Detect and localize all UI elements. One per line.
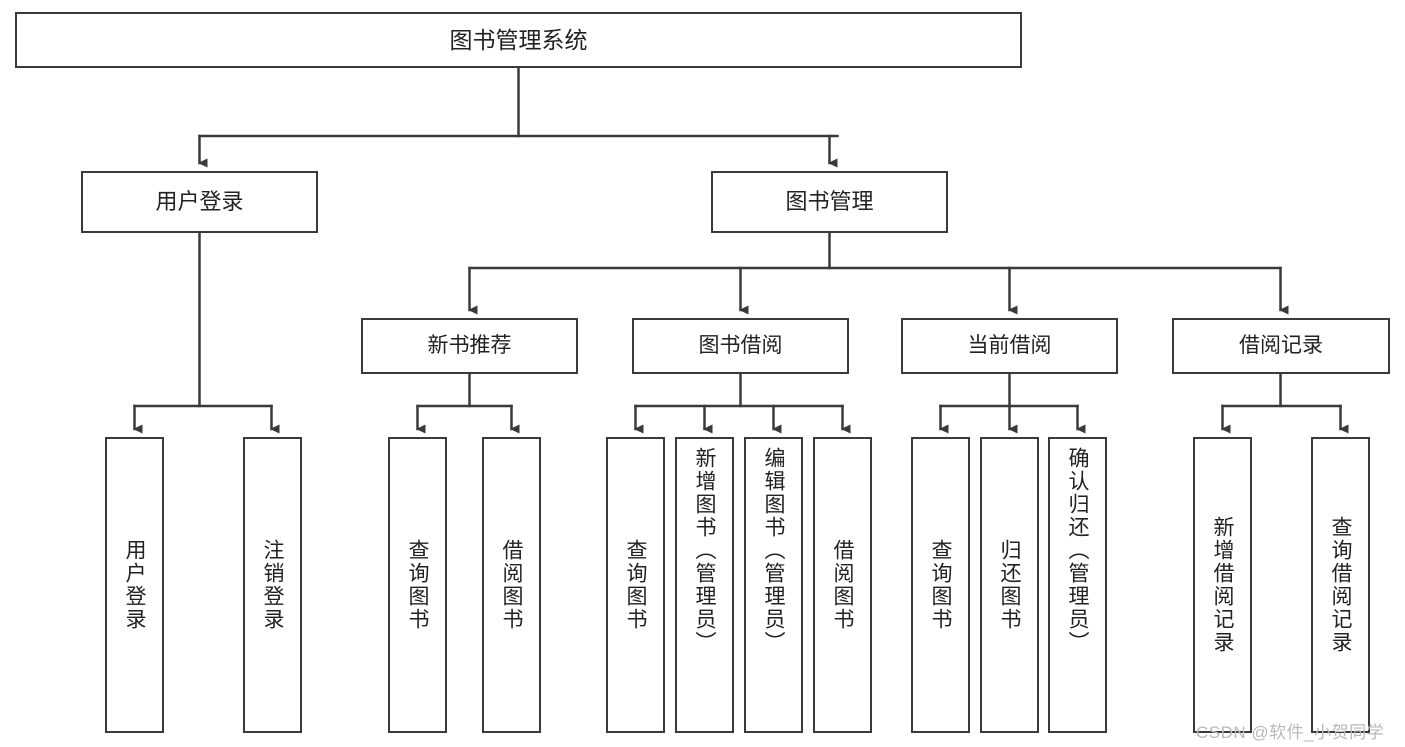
leaf-query-borrow-record[interactable]: 查询借阅记录 [1311, 437, 1370, 733]
leaf-query-book-borrow[interactable]: 查询图书 [606, 437, 665, 733]
node-label: 确认归还（管理员） [1066, 447, 1089, 654]
leaf-add-book-admin[interactable]: 新增图书（管理员） [675, 437, 734, 733]
leaf-borrow-book[interactable]: 借阅图书 [813, 437, 872, 733]
node-label: 查询图书 [406, 539, 429, 631]
node-label: 图书管理系统 [449, 26, 588, 53]
node-label: 归还图书 [998, 539, 1021, 631]
node-label: 当前借阅 [967, 333, 1052, 357]
leaf-return-book[interactable]: 归还图书 [980, 437, 1039, 733]
node-label: 借阅记录 [1239, 333, 1323, 357]
node-label: 注销登录 [261, 539, 284, 631]
node-label: 图书管理 [785, 189, 874, 215]
leaf-edit-book-admin[interactable]: 编辑图书（管理员） [744, 437, 803, 733]
node-book-borrow[interactable]: 图书借阅 [632, 318, 849, 374]
node-label: 图书借阅 [698, 333, 783, 357]
node-label: 查询借阅记录 [1329, 516, 1352, 654]
leaf-user-login[interactable]: 用户登录 [105, 437, 164, 733]
leaf-query-book-current[interactable]: 查询图书 [911, 437, 970, 733]
node-label: 借阅图书 [500, 539, 523, 631]
csdn-watermark: CSDN @软件_小贺同学 [1196, 723, 1385, 742]
node-label: 借阅图书 [831, 539, 854, 631]
node-new-book-recommend[interactable]: 新书推荐 [361, 318, 578, 374]
node-label: 新增借阅记录 [1211, 516, 1234, 654]
node-user-login[interactable]: 用户登录 [81, 171, 318, 233]
node-label: 查询图书 [929, 539, 952, 631]
node-label: 新增图书（管理员） [693, 447, 716, 654]
node-book-management[interactable]: 图书管理 [711, 171, 948, 233]
node-root-system[interactable]: 图书管理系统 [15, 12, 1022, 68]
node-label: 编辑图书（管理员） [762, 447, 785, 654]
leaf-confirm-return-admin[interactable]: 确认归还（管理员） [1048, 437, 1107, 733]
node-label: 新书推荐 [427, 333, 512, 357]
leaf-add-borrow-record[interactable]: 新增借阅记录 [1193, 437, 1252, 733]
node-borrow-record[interactable]: 借阅记录 [1172, 318, 1390, 374]
node-current-borrow[interactable]: 当前借阅 [901, 318, 1118, 374]
node-label: 用户登录 [123, 539, 146, 631]
node-label: 用户登录 [155, 189, 244, 215]
leaf-borrow-book-recommend[interactable]: 借阅图书 [482, 437, 541, 733]
node-label: 查询图书 [624, 539, 647, 631]
leaf-logout-login[interactable]: 注销登录 [243, 437, 302, 733]
leaf-query-book-recommend[interactable]: 查询图书 [388, 437, 447, 733]
